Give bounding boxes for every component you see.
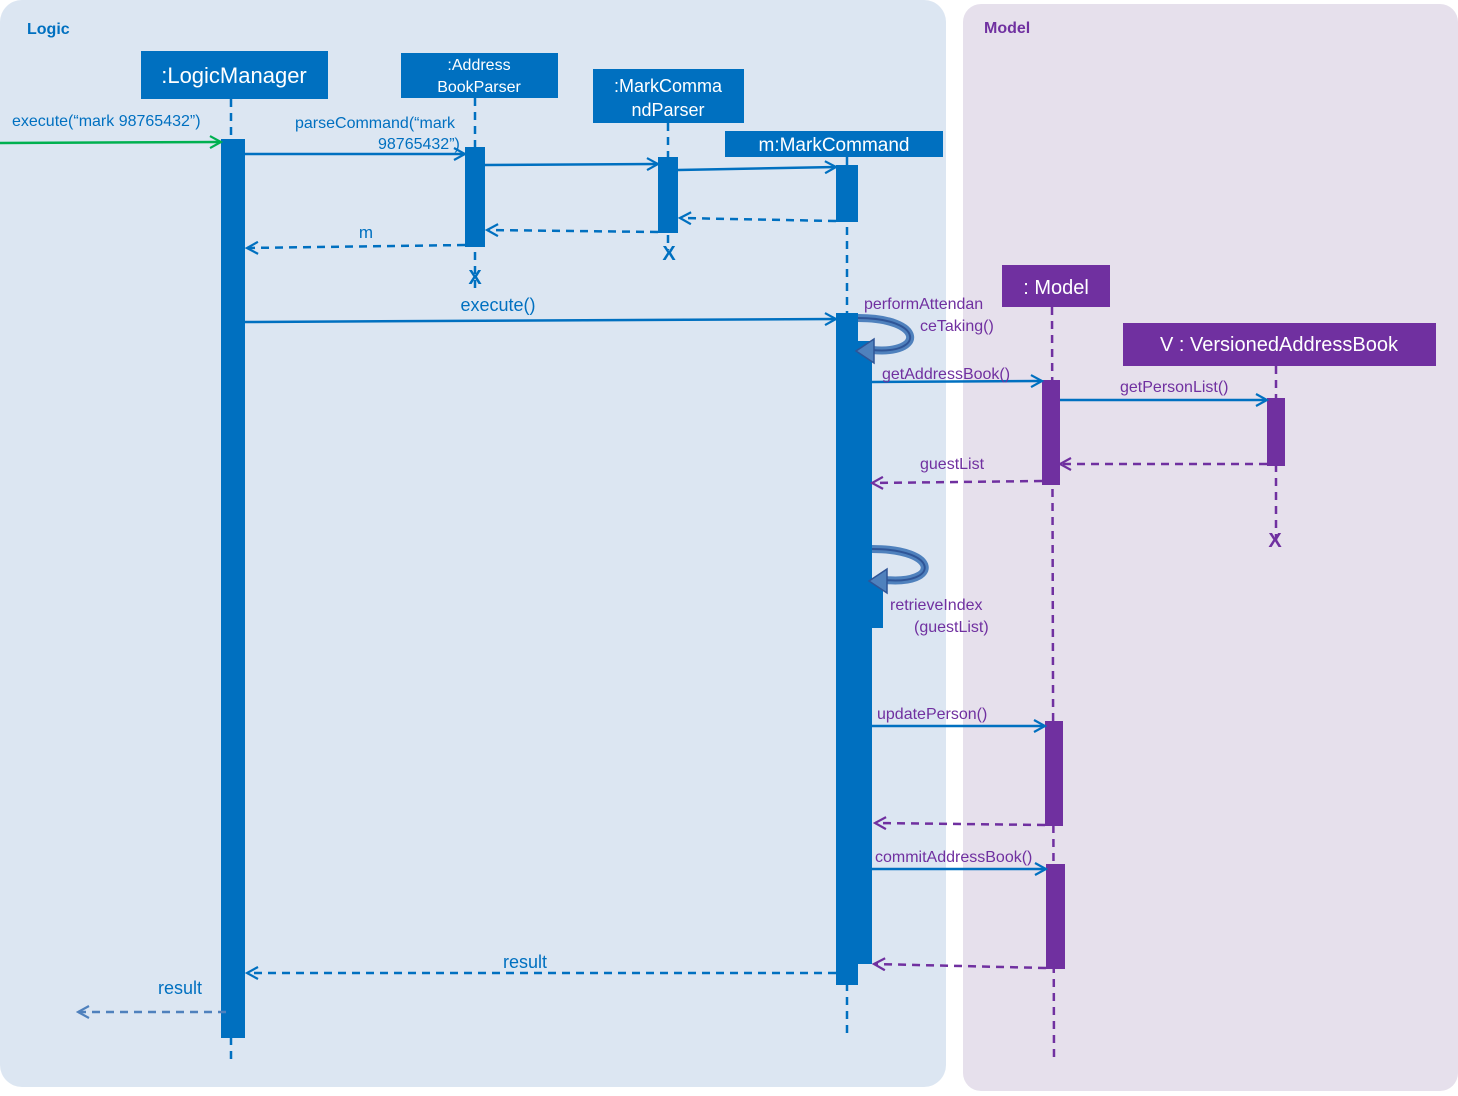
label-get-person-list: getPersonList(): [1120, 379, 1229, 396]
participant-versioned-address-book: V : VersionedAddressBook: [1123, 323, 1436, 366]
model-region-label: Model: [984, 20, 1030, 37]
label-commit-address-book: commitAddressBook(): [875, 849, 1032, 866]
destroy-marker-versioned-address-book: X: [1268, 530, 1282, 552]
arrow-return-to-mark-command-parser: [680, 218, 837, 221]
label-get-address-book: getAddressBook(): [882, 366, 1010, 383]
participant-mark-command-parser-label-2: ndParser: [631, 100, 704, 120]
participant-address-book-parser-label-2: BookParser: [437, 79, 521, 96]
participant-logic-manager: :LogicManager: [141, 51, 328, 99]
label-result-outer: result: [158, 978, 202, 998]
label-result-inner: result: [503, 952, 547, 972]
arrow-get-address-book: [871, 381, 1042, 382]
arrow-create-mark-command: [677, 167, 836, 170]
label-perform-attendance-2: ceTaking(): [920, 318, 994, 335]
logic-region-label: Logic: [27, 21, 70, 38]
participant-versioned-address-book-label: V : VersionedAddressBook: [1160, 334, 1399, 356]
activation-logic-manager: [221, 139, 245, 1038]
activation-model-update-person: [1045, 721, 1063, 826]
label-retrieve-index-2: (guestList): [914, 619, 989, 636]
destroy-marker-address-book-parser: X: [468, 267, 482, 289]
label-return-m: m: [359, 223, 373, 242]
activation-versioned-address-book: [1267, 398, 1285, 466]
self-call-loop-perform-attendance: [854, 314, 915, 365]
label-execute-input: execute(“mark 98765432”): [12, 113, 201, 130]
participant-address-book-parser-label-1: :Address: [447, 57, 510, 74]
self-call-loop-retrieve-index: [867, 545, 929, 595]
label-perform-attendance-1: performAttendan: [864, 296, 983, 313]
participant-mark-command-parser: :MarkComma ndParser: [593, 69, 744, 123]
activation-mark-command-retrieve: [872, 582, 883, 628]
label-execute: execute(): [460, 295, 535, 315]
destroy-marker-mark-command-parser: X: [662, 243, 676, 265]
arrow-return-from-commit: [874, 964, 1047, 968]
participant-mark-command-parser-label-1: :MarkComma: [614, 76, 723, 96]
arrow-create-mark-command-parser: [484, 164, 658, 165]
arrow-execute-input: [0, 142, 221, 143]
arrow-execute: [244, 319, 836, 322]
arrow-return-from-update-person: [875, 823, 1046, 825]
arrow-return-to-address-book-parser: [487, 230, 659, 232]
arrow-return-guest-list: [872, 481, 1043, 483]
participant-mark-command: m:MarkCommand: [725, 131, 943, 157]
activation-mark-command-parser: [658, 157, 678, 233]
activation-model-commit: [1046, 864, 1065, 969]
activation-mark-command-nested: [858, 341, 872, 964]
participant-address-book-parser: :Address BookParser: [401, 53, 558, 98]
activation-mark-command-execute: [836, 313, 858, 985]
participant-logic-manager-label: :LogicManager: [161, 63, 307, 88]
activation-mark-command-constructor: [836, 165, 858, 222]
label-guest-list: guestList: [920, 456, 985, 473]
model-region: [963, 4, 1458, 1091]
activation-address-book-parser: [465, 147, 485, 247]
label-update-person: updatePerson(): [877, 706, 987, 723]
activation-model-get-address-book: [1042, 380, 1060, 485]
label-retrieve-index-1: retrieveIndex: [890, 597, 983, 614]
participant-model: : Model: [1002, 265, 1110, 307]
participant-mark-command-label: m:MarkCommand: [759, 135, 910, 156]
participant-model-label: : Model: [1023, 277, 1089, 299]
label-parse-command-2: 98765432”): [378, 136, 460, 153]
label-parse-command-1: parseCommand(“mark: [295, 115, 456, 132]
